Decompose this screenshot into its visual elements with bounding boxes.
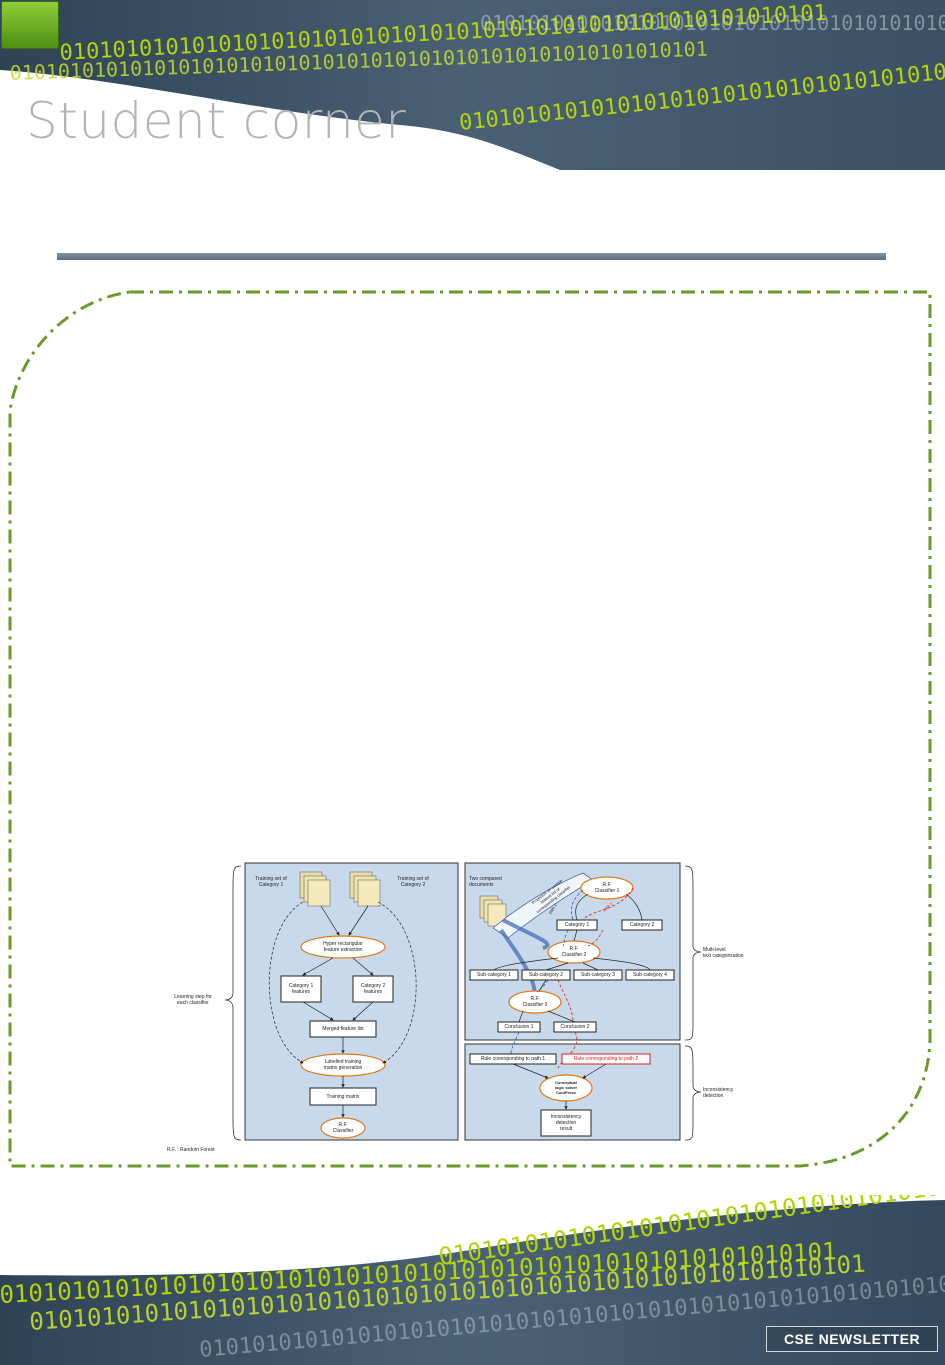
label-rf3: R.F. Classifier 3: [522, 996, 548, 1008]
label-training-set-2: Training set of Category 2: [397, 876, 429, 888]
label-sub1: Sub-category 1: [477, 972, 511, 978]
compared-docs-icon: [479, 895, 507, 927]
label-sub2: Sub-category 2: [529, 972, 563, 978]
label-category1: Category 1: [564, 922, 590, 928]
label-rule2: Rule corresponding to path 2: [573, 1056, 639, 1062]
label-labelled: Labelled training matrix generation: [323, 1059, 363, 1071]
label-training-matrix: Training matrix: [326, 1094, 360, 1100]
green-corner-square: [1, 1, 59, 49]
footer-background: 0101010101010101010101010101010101010101…: [0, 1195, 945, 1365]
page-title: Student corner: [26, 92, 407, 150]
training-docs-1-icon: [299, 871, 331, 907]
training-docs-2-icon: [349, 871, 381, 907]
footer-banner: 0101010101010101010101010101010101010101…: [0, 1195, 945, 1365]
label-inconsistency-detection: Inconsistency detection: [703, 1087, 734, 1099]
label-multi-level: Multi-level text categorization: [703, 947, 744, 959]
label-rf-classifier: R.F. Classifier: [332, 1122, 354, 1134]
label-learning-step: Learning step for each classifier: [174, 994, 212, 1006]
label-two-docs: Two compared documents: [469, 876, 502, 888]
label-conclusion1: Conclusion 1: [504, 1024, 534, 1030]
label-rf1: R.F. Classifier 1: [594, 882, 620, 894]
newsletter-badge: CSE NEWSLETTER: [766, 1326, 938, 1352]
label-training-set-1: Training set of Category 1: [255, 876, 287, 888]
classifier-diagram: Training set of Category 1 Training set …: [163, 858, 767, 1160]
header-banner: 0101010101010101010101010101010101010101…: [0, 0, 945, 170]
label-rf2: R.F. Classifier 2: [561, 946, 587, 958]
label-rule1: Rule corresponding to path 1: [480, 1056, 546, 1062]
content-frame: [0, 280, 945, 1180]
label-merged: Merged feature list: [322, 1026, 364, 1032]
label-inconsistency-result: Inconsistency detection result: [550, 1114, 582, 1132]
label-sub3: Sub-category 3: [581, 972, 615, 978]
label-conclusion2: Conclusion 2: [560, 1024, 590, 1030]
label-hyper-rect: Hyper rectangular feature extraction: [323, 941, 363, 953]
label-footnote: R.F. : Random Forest: [167, 1147, 215, 1153]
label-cat1-features: Category 1 features: [288, 983, 314, 995]
header-background: 0101010101010101010101010101010101010101…: [0, 0, 945, 170]
label-cat2-features: Category 2 features: [360, 983, 386, 995]
label-category2: Category 2: [629, 922, 655, 928]
binary-stream-4: 0101010101010101010101010101010101010101…: [480, 11, 945, 35]
title-divider: [57, 253, 886, 260]
label-sub4: Sub-category 4: [633, 972, 667, 978]
label-solver: Conceptual logic solver CoolPress: [554, 1080, 578, 1095]
